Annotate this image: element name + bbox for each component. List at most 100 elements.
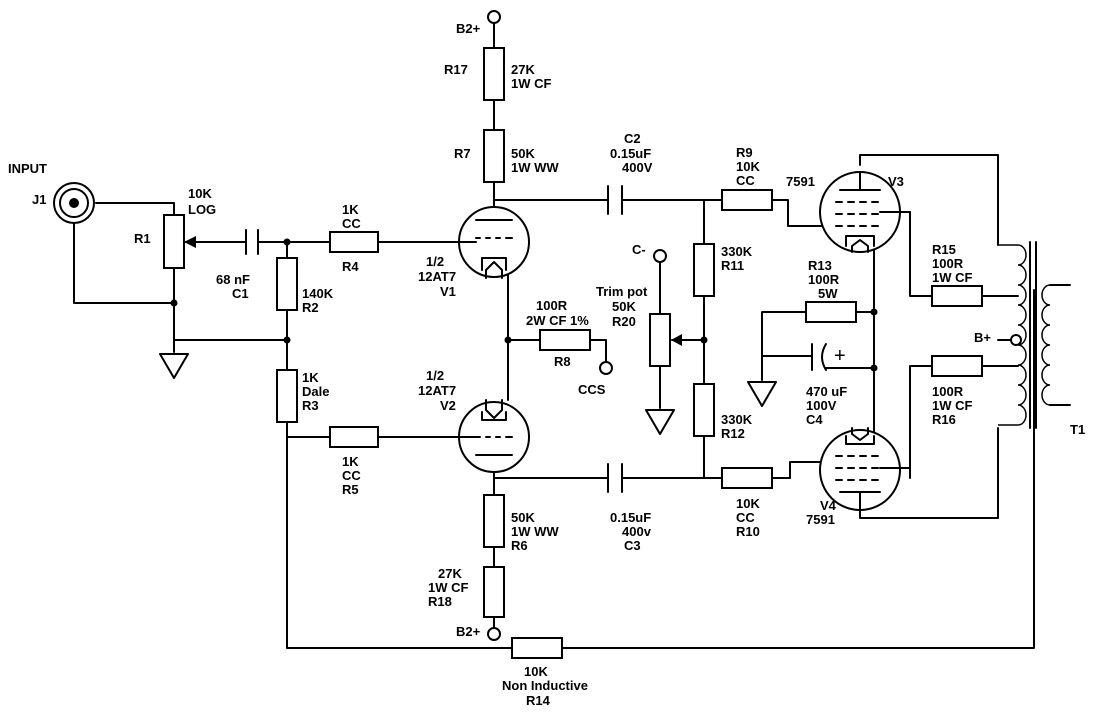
capacitor-c4: + 470 uF 100V C4 <box>806 343 847 427</box>
component-label: 50K <box>511 146 535 161</box>
resistor-r10: 10K CC R10 <box>721 467 773 539</box>
component-label: 50K <box>612 299 636 314</box>
resistor-r17: B2+ R17 27K 1W CF <box>444 10 552 101</box>
component-label: R2 <box>302 300 319 315</box>
resistor-r12: 330K R12 <box>693 383 753 441</box>
component-label: C4 <box>806 412 823 427</box>
component-label: T1 <box>1070 422 1085 437</box>
component-label: 140K <box>302 286 334 301</box>
resistor-r8: 100R 2W CF 1% R8 CCS <box>526 298 613 397</box>
component-label: 10K <box>736 496 760 511</box>
component-label: 0.15uF <box>610 146 651 161</box>
component-label: 68 nF <box>216 272 250 287</box>
component-label: CC <box>736 173 755 188</box>
component-label: V2 <box>440 398 456 413</box>
component-label: CC <box>736 510 755 525</box>
component-label: 7591 <box>806 512 835 527</box>
component-label: R15 <box>932 242 956 257</box>
component-label: R9 <box>736 145 753 160</box>
component-label: C3 <box>624 538 641 553</box>
component-label: J1 <box>32 192 46 207</box>
component-label: 0.15uF <box>610 510 651 525</box>
component-label: V1 <box>440 284 456 299</box>
component-label: 1K <box>302 370 319 385</box>
resistor-r7: R7 50K 1W WW <box>454 129 559 183</box>
component-label: 400v <box>622 524 652 539</box>
component-label: R4 <box>342 259 359 274</box>
resistor-r9: R9 10K CC <box>721 145 773 211</box>
component-label: 100R <box>932 384 964 399</box>
component-label: 400V <box>622 160 653 175</box>
component-label: 1W CF <box>428 580 469 595</box>
component-label: R14 <box>526 693 551 708</box>
component-label: B2+ <box>456 624 481 639</box>
component-label: + <box>834 345 846 367</box>
component-label: 10K <box>188 186 212 201</box>
component-label: INPUT <box>8 161 47 176</box>
component-label: 27K <box>511 62 535 77</box>
resistor-r18: 27K 1W CF R18 B2+ <box>428 566 505 641</box>
component-label: R18 <box>428 594 452 609</box>
resistor-r16: 100R 1W CF R16 <box>931 355 983 427</box>
component-label: Non Inductive <box>502 678 588 693</box>
ground-symbol-input <box>159 353 189 379</box>
component-label: V4 <box>820 498 837 513</box>
resistor-r2: 140K R2 <box>276 257 334 315</box>
resistor-r11: 330K R11 <box>693 243 753 297</box>
component-label: 100V <box>806 398 837 413</box>
component-label: R17 <box>444 62 468 77</box>
component-label: R6 <box>511 538 528 553</box>
potentiometer-r1: 10K LOG R1 <box>134 186 216 269</box>
component-label: R12 <box>721 426 745 441</box>
component-label: R3 <box>302 398 319 413</box>
component-label: 330K <box>721 412 753 427</box>
component-label: B2+ <box>456 21 481 36</box>
component-label: R13 <box>808 258 832 273</box>
component-label: 1W CF <box>932 398 973 413</box>
resistor-r3: 1K Dale R3 <box>276 369 329 423</box>
component-label: 50K <box>511 510 535 525</box>
trim-pot-r20: C- Trim pot 50K R20 <box>596 242 682 367</box>
component-label: R11 <box>721 258 744 273</box>
component-label: 12AT7 <box>418 269 456 284</box>
component-label: 100R <box>932 256 964 271</box>
component-label: LOG <box>188 202 216 217</box>
ground-symbol-cathode <box>747 381 777 407</box>
component-label: R8 <box>554 354 571 369</box>
tube-v4: V4 7591 <box>806 427 911 527</box>
component-label: CC <box>342 216 361 231</box>
component-label: R10 <box>736 524 760 539</box>
component-label: V3 <box>888 174 904 189</box>
component-label: 330K <box>721 244 753 259</box>
component-label: 1K <box>342 454 359 469</box>
output-transformer-t1: B+ T1 <box>974 241 1085 437</box>
component-label: B+ <box>974 330 991 345</box>
resistor-r14: 10K Non Inductive R14 <box>502 637 588 708</box>
component-label: C1 <box>232 286 249 301</box>
component-label: R20 <box>612 314 636 329</box>
tube-v1: 1/2 12AT7 V1 <box>418 206 530 299</box>
component-label: R1 <box>134 231 151 246</box>
input-jack-j1: INPUT J1 <box>8 161 95 224</box>
component-label: R5 <box>342 482 359 497</box>
component-label: 1/2 <box>426 368 444 383</box>
component-label: C2 <box>624 131 641 146</box>
component-label: 5W <box>818 286 838 301</box>
component-label: R7 <box>454 146 471 161</box>
component-label: 10K <box>736 159 760 174</box>
tube-v3: 7591 V3 <box>786 171 911 253</box>
component-label: 27K <box>438 566 462 581</box>
component-label: 1K <box>342 202 359 217</box>
capacitor-c3: 0.15uF 400v C3 <box>607 463 652 553</box>
junctions <box>170 238 878 372</box>
resistor-r4: 1K CC R4 <box>329 202 379 274</box>
component-label: 470 uF <box>806 384 847 399</box>
component-label: 10K <box>524 664 548 679</box>
component-label: 1W WW <box>511 160 559 175</box>
component-label: Trim pot <box>596 284 648 299</box>
component-label: 7591 <box>786 174 815 189</box>
component-label: CC <box>342 468 361 483</box>
component-label: 12AT7 <box>418 383 456 398</box>
component-label: R16 <box>932 412 956 427</box>
